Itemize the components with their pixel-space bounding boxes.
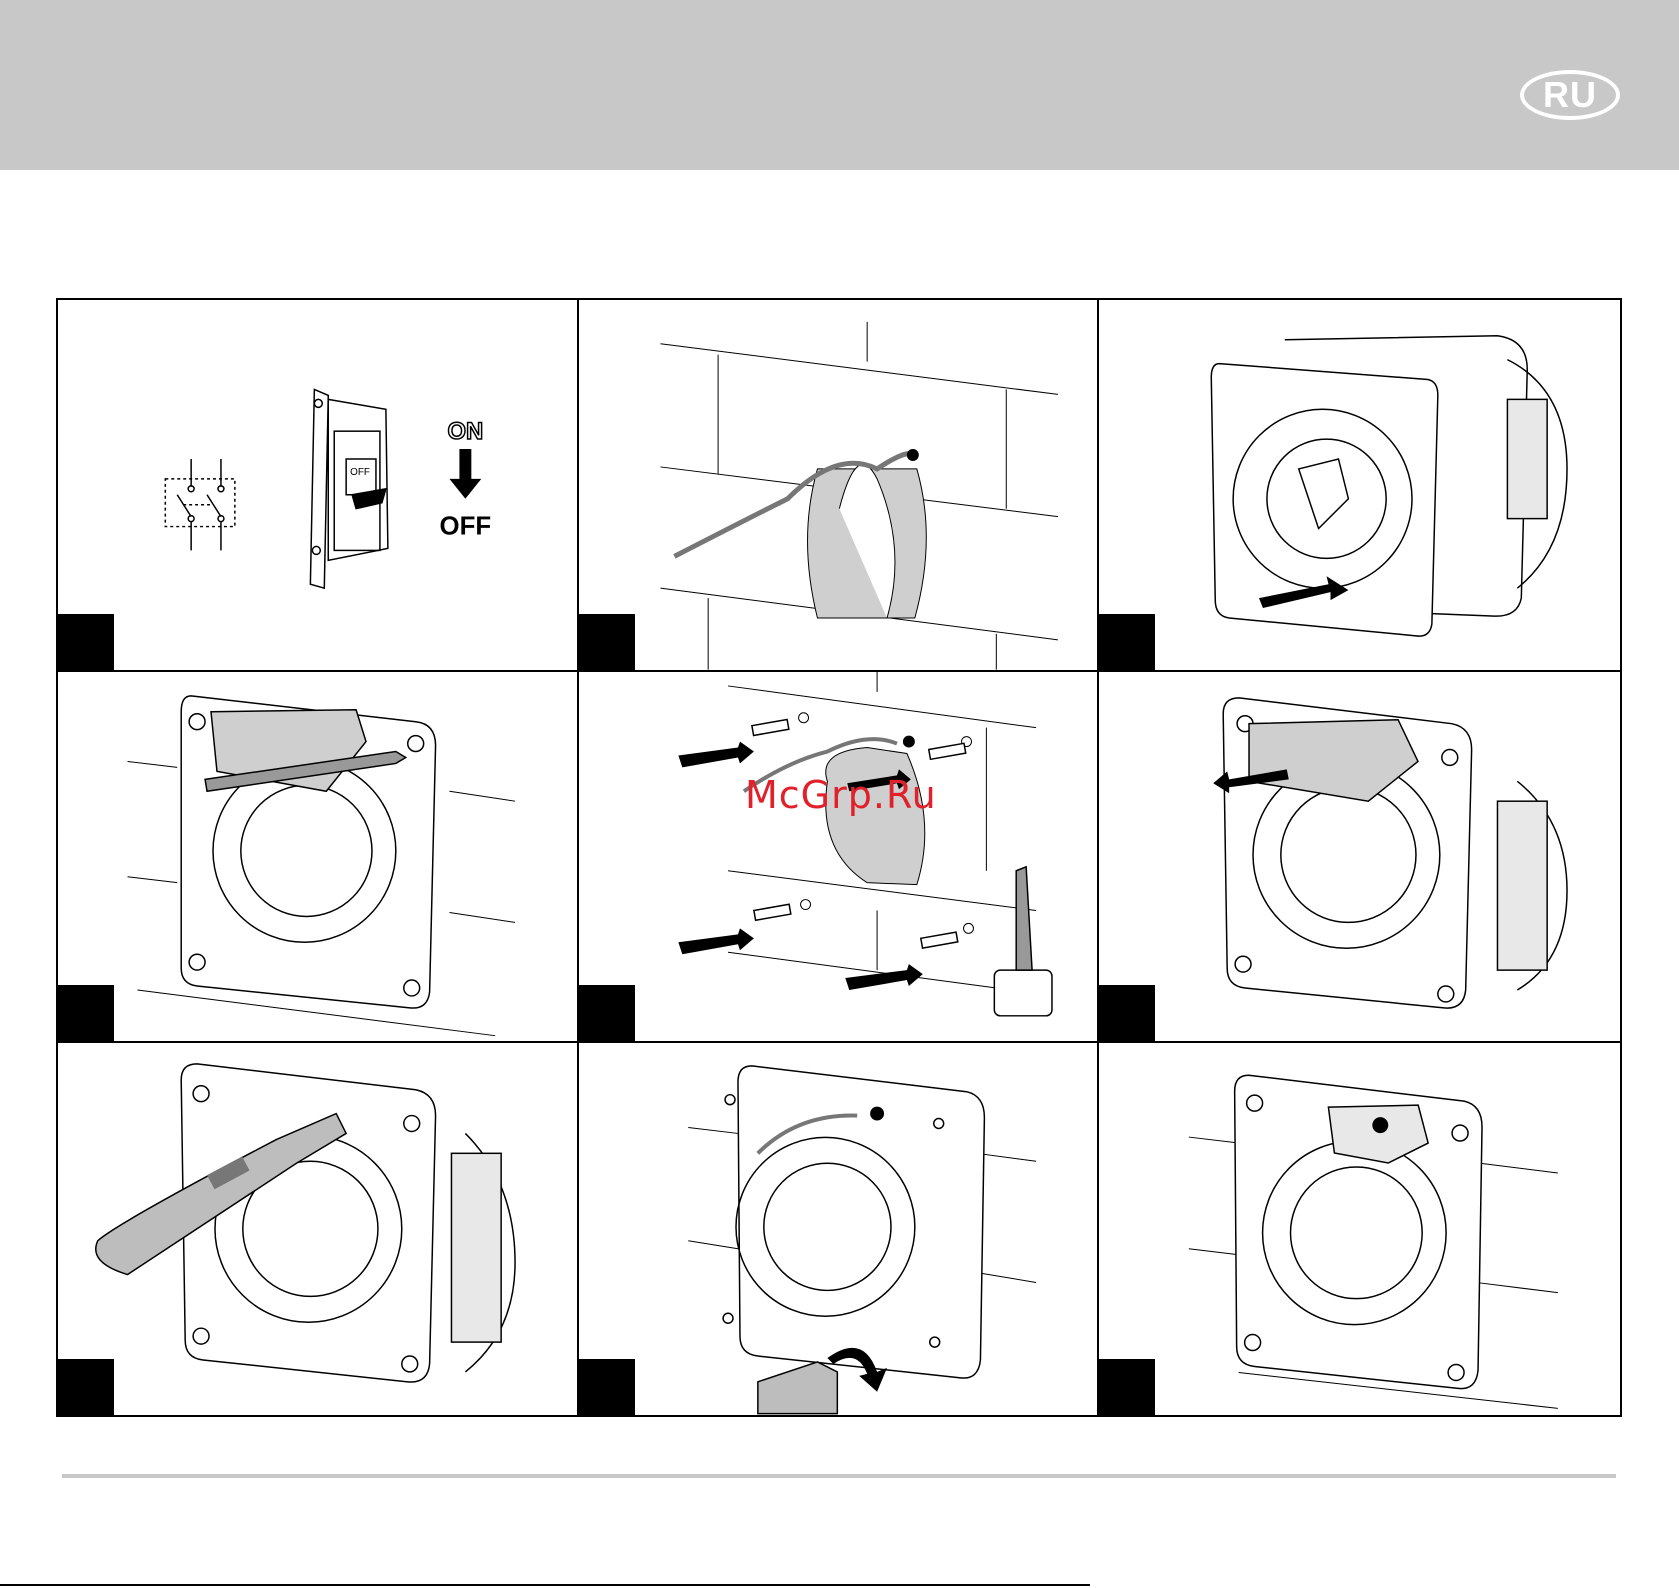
step-number-box bbox=[1099, 614, 1155, 670]
panel-mounted-fan bbox=[1099, 1043, 1620, 1415]
step-number-box bbox=[579, 985, 635, 1041]
panel-screw-fan bbox=[579, 1043, 1100, 1415]
pencil-mark-illustration bbox=[58, 672, 577, 1042]
step-number-box bbox=[579, 614, 635, 670]
bottom-divider bbox=[0, 1584, 1090, 1586]
fan-cover-illustration bbox=[1099, 300, 1620, 670]
step-number-box bbox=[58, 614, 114, 670]
panel-wall-hole bbox=[579, 300, 1100, 672]
panel-remove-inner-cover bbox=[1099, 672, 1620, 1044]
step-number-box bbox=[579, 1359, 635, 1415]
breaker-off-label: OFF bbox=[350, 467, 370, 478]
step-number-box bbox=[58, 1359, 114, 1415]
panel-insert-dowels bbox=[579, 672, 1100, 1044]
on-label: ON bbox=[447, 418, 483, 445]
wall-pipe-illustration bbox=[579, 300, 1098, 670]
mounted-fan-illustration bbox=[1099, 1043, 1620, 1415]
arrow-down-icon bbox=[449, 449, 481, 499]
knife-cut-illustration bbox=[58, 1043, 577, 1415]
language-badge: RU bbox=[1520, 70, 1620, 120]
panel-mark-holes bbox=[58, 672, 579, 1044]
step-number-box bbox=[1099, 1359, 1155, 1415]
panel-cut-entry bbox=[58, 1043, 579, 1415]
instruction-grid: OFF ON OFF bbox=[56, 298, 1622, 1417]
step-number-box bbox=[58, 985, 114, 1041]
step-number-box bbox=[1099, 985, 1155, 1041]
footer-divider bbox=[62, 1474, 1616, 1478]
switch-illustration: OFF ON OFF bbox=[58, 300, 577, 670]
header-bar: RU bbox=[0, 0, 1679, 170]
panel-switch-off: OFF ON OFF bbox=[58, 300, 579, 672]
panel-remove-cover bbox=[1099, 300, 1620, 672]
screwdriver-icon bbox=[758, 1362, 837, 1414]
screwdriver-illustration bbox=[579, 1043, 1098, 1415]
inner-cover-illustration bbox=[1099, 672, 1620, 1042]
watermark: McGrp.Ru bbox=[745, 773, 937, 817]
off-label: OFF bbox=[440, 513, 492, 541]
dowels-drill-illustration bbox=[579, 672, 1098, 1042]
